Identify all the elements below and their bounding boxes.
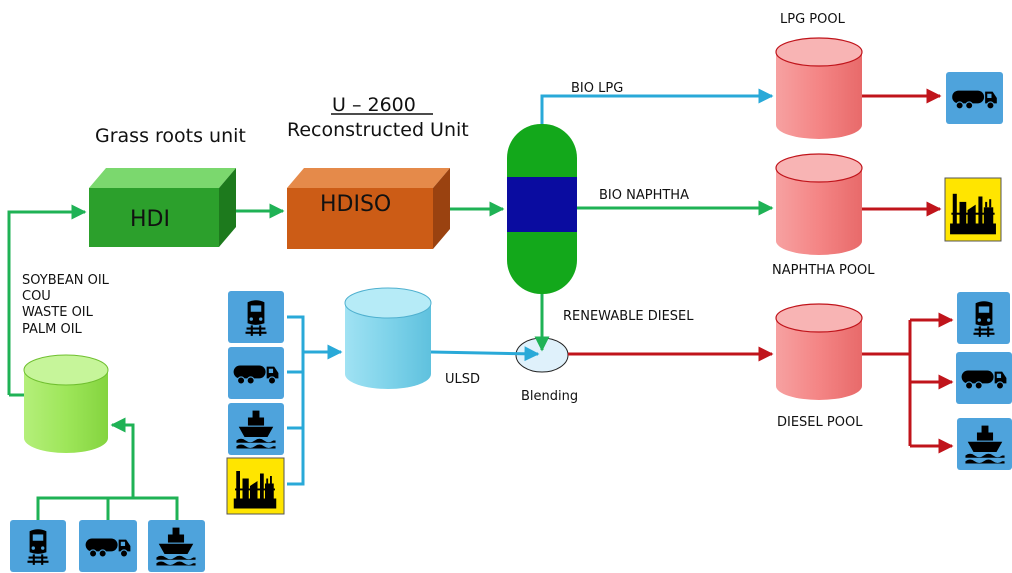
train-icon [957,292,1010,344]
hdiso-label: HDISO [320,192,391,217]
supply-collector-line [287,315,305,486]
naphtha-pool-tank [775,153,863,255]
truck-icon [228,347,284,399]
reconstructed-label: Reconstructed Unit [287,119,469,141]
ulsd-tank [344,287,432,389]
refinery-icon [944,177,1002,242]
bio-lpg-label: BIO LPG [571,81,623,96]
bio-lpg-line [540,88,774,124]
hdi-unit: HDI [89,168,236,247]
train-icon [228,291,284,343]
train-icon [10,520,66,572]
truck-icon [946,72,1003,124]
receiving-to-feed-line [110,417,135,498]
feed-item-cou: COU [22,289,51,304]
lpg-pool-tank [775,37,863,139]
lpg-pool-label: LPG POOL [780,12,846,27]
feed-item-soybean-oil: SOYBEAN OIL [22,273,110,288]
feed-tank [23,354,109,453]
blue-flow-lines [287,88,774,486]
green-flow-lines [7,200,774,524]
ship-icon [148,520,205,572]
renewable-diesel-label: RENEWABLE DIESEL [563,309,694,324]
truck-icon [79,520,137,572]
feed-to-hdi-line [7,204,87,395]
refinery-icon [226,457,285,515]
truck-icon [956,352,1012,404]
feed-item-palm-oil: PALM OIL [22,322,83,337]
diesel-pool-label: DIESEL POOL [777,415,863,430]
red-flow-lines [568,88,954,454]
ulsd-to-blending-line [430,346,540,362]
feed-item-waste-oil: WASTE OIL [22,305,94,320]
grass-roots-label: Grass roots unit [95,125,246,147]
unit-code-label: U – 2600 [332,94,416,116]
ship-icon [957,418,1012,470]
ulsd-label: ULSD [445,372,480,387]
naphtha-pool-label: NAPHTHA POOL [772,263,875,278]
separation-column [507,124,577,294]
hdi-label: HDI [130,207,170,232]
ship-icon [228,403,284,455]
bio-naphtha-label: BIO NAPHTHA [599,188,689,203]
hdiso-unit: HDISO [287,168,450,249]
blending-label: Blending [521,389,578,404]
diesel-pool-tank [775,303,863,400]
